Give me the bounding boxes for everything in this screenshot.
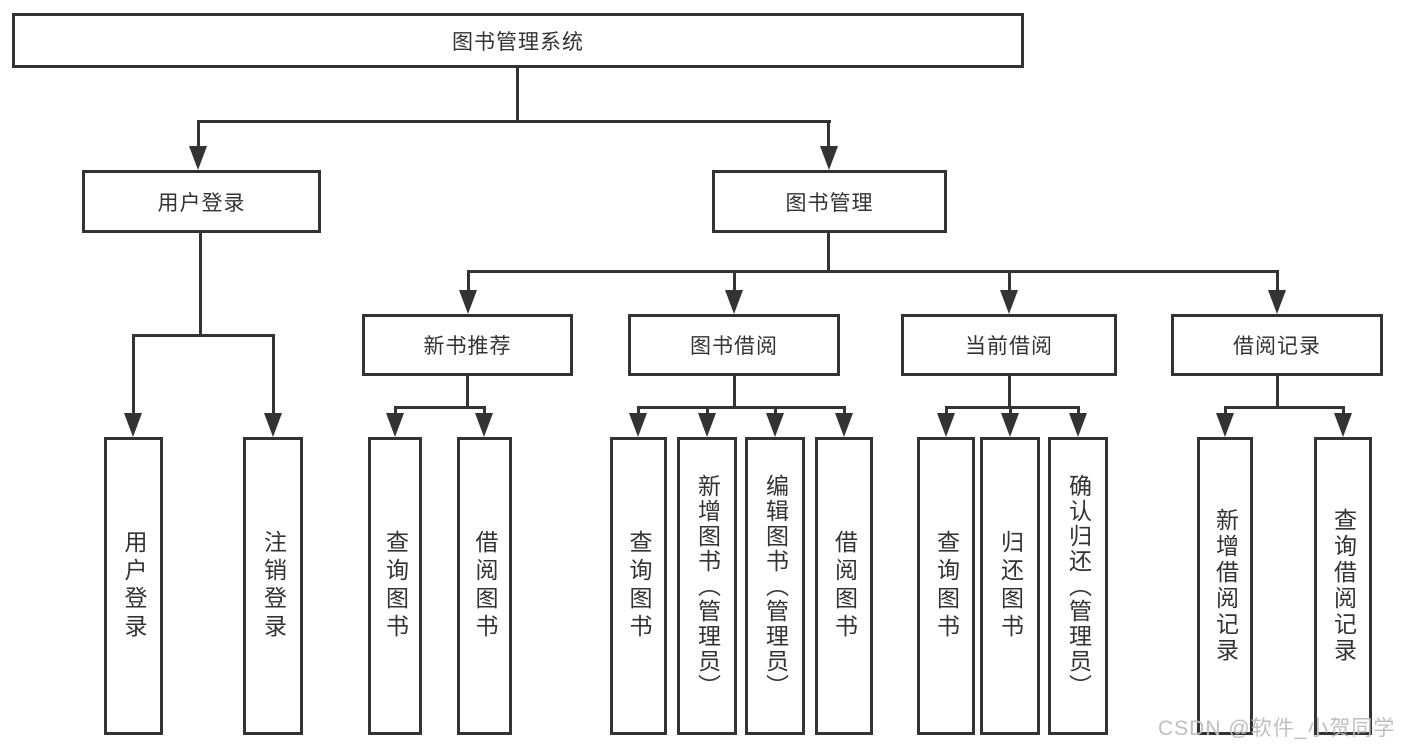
connector-borrow-record-bus — [1224, 406, 1345, 409]
node-leaf-bb-edit-book-label: 编辑图书（管理员） — [762, 473, 789, 699]
node-leaf-nb-borrow-book-label: 借阅图书 — [472, 530, 498, 642]
connector-new-book-stem — [466, 376, 469, 409]
connector-drop-nb-borrow — [483, 406, 486, 418]
node-leaf-br-query-record-label: 查询借阅记录 — [1330, 508, 1357, 664]
node-leaf-bb-borrow-book: 借阅图书 — [815, 437, 873, 735]
node-book-borrow: 图书借阅 — [628, 314, 840, 376]
connector-drop-leaf-logout — [272, 334, 275, 418]
node-user-login-label: 用户登录 — [157, 191, 246, 215]
node-leaf-cb-return-book-label: 归还图书 — [997, 530, 1024, 642]
arrowhead-leaf-login — [124, 413, 142, 437]
arrowhead-book-borrow — [725, 290, 743, 314]
arrowhead-book-mgmt — [820, 146, 838, 170]
connector-drop-user-login — [197, 120, 200, 152]
node-leaf-cb-query-book-label: 查询图书 — [933, 530, 960, 642]
node-new-book-rec: 新书推荐 — [362, 314, 573, 376]
node-leaf-br-add-record-label: 新增借阅记录 — [1212, 508, 1239, 664]
connector-drop-new-book — [467, 270, 470, 296]
arrowhead-borrow-record — [1268, 290, 1286, 314]
arrowhead-br-query — [1334, 413, 1352, 437]
arrowhead-new-book — [459, 290, 477, 314]
arrowhead-user-login — [189, 146, 207, 170]
arrowhead-nb-borrow — [475, 413, 493, 437]
node-current-borrow: 当前借阅 — [901, 314, 1117, 376]
connector-root-stem — [516, 68, 519, 123]
connector-drop-nb-query — [394, 406, 397, 418]
node-borrow-record-label: 借阅记录 — [1233, 335, 1321, 358]
connector-drop-cb-query — [945, 406, 948, 418]
arrowhead-bb-edit — [766, 413, 784, 437]
connector-root-bus — [197, 120, 831, 123]
connector-drop-br-query — [1342, 406, 1345, 418]
node-leaf-nb-query-book: 查询图书 — [368, 437, 422, 735]
connector-new-book-bus — [394, 406, 486, 409]
node-leaf-nb-borrow-book: 借阅图书 — [457, 437, 512, 735]
arrowhead-nb-query — [386, 413, 404, 437]
connector-book-borrow-stem — [733, 376, 736, 409]
connector-drop-bb-edit — [774, 406, 777, 418]
node-leaf-br-add-record: 新增借阅记录 — [1197, 437, 1253, 735]
node-leaf-bb-add-book: 新增图书（管理员） — [677, 437, 737, 735]
node-new-book-rec-label: 新书推荐 — [423, 335, 512, 358]
node-leaf-nb-query-book-label: 查询图书 — [382, 530, 409, 642]
node-leaf-bb-query-book: 查询图书 — [610, 437, 667, 735]
node-book-borrow-label: 图书借阅 — [690, 335, 778, 358]
arrowhead-cb-query — [937, 413, 955, 437]
node-leaf-bb-query-book-label: 查询图书 — [626, 530, 652, 642]
connector-book-borrow-bus — [637, 406, 846, 409]
node-leaf-logout-label: 注销登录 — [260, 530, 287, 642]
connector-drop-current-borrow — [1008, 270, 1011, 296]
connector-drop-bb-add — [706, 406, 709, 418]
node-root-label: 图书管理系统 — [452, 30, 584, 54]
connector-borrow-record-stem — [1276, 376, 1279, 409]
connector-current-borrow-bus — [945, 406, 1080, 409]
node-leaf-bb-borrow-book-label: 借阅图书 — [831, 530, 858, 642]
arrowhead-br-add — [1216, 413, 1234, 437]
node-leaf-br-query-record: 查询借阅记录 — [1314, 437, 1372, 735]
connector-drop-book-mgmt — [827, 120, 830, 152]
connector-drop-leaf-login — [132, 334, 135, 418]
connector-drop-bb-borrow — [843, 406, 846, 418]
node-leaf-user-login: 用户登录 — [104, 437, 163, 735]
connector-drop-cb-confirm — [1077, 406, 1080, 418]
connector-drop-br-add — [1224, 406, 1227, 418]
connector-book-mgmt-stem — [827, 233, 830, 273]
node-book-mgmt-label: 图书管理 — [785, 191, 874, 215]
csdn-watermark: CSDN @软件_小贺同学 — [1158, 717, 1396, 740]
connector-drop-book-borrow — [733, 270, 736, 296]
connector-drop-borrow-record — [1276, 270, 1279, 296]
arrowhead-bb-add — [698, 413, 716, 437]
connector-user-login-stem — [199, 233, 202, 337]
node-leaf-cb-confirm-return-label: 确认归还（管理员） — [1065, 473, 1092, 699]
arrowhead-bb-query — [629, 413, 647, 437]
arrowhead-leaf-logout — [264, 413, 282, 437]
arrowhead-bb-borrow — [835, 413, 853, 437]
node-book-mgmt: 图书管理 — [712, 170, 947, 233]
connector-user-login-bus — [132, 334, 275, 337]
node-leaf-user-login-label: 用户登录 — [121, 530, 147, 642]
node-leaf-cb-confirm-return: 确认归还（管理员） — [1048, 437, 1108, 735]
connector-current-borrow-stem — [1008, 376, 1011, 409]
node-user-login: 用户登录 — [82, 170, 321, 233]
node-root: 图书管理系统 — [12, 13, 1024, 68]
node-leaf-bb-edit-book: 编辑图书（管理员） — [745, 437, 805, 735]
arrowhead-cb-return — [1001, 413, 1019, 437]
node-leaf-cb-query-book: 查询图书 — [917, 437, 975, 735]
node-borrow-record: 借阅记录 — [1171, 314, 1383, 376]
arrowhead-current-borrow — [1000, 290, 1018, 314]
arrowhead-cb-confirm — [1069, 413, 1087, 437]
connector-drop-cb-return — [1009, 406, 1012, 418]
connector-book-mgmt-bus — [467, 270, 1279, 273]
node-leaf-cb-return-book: 归还图书 — [980, 437, 1040, 735]
node-leaf-bb-add-book-label: 新增图书（管理员） — [694, 473, 721, 699]
node-leaf-logout: 注销登录 — [243, 437, 303, 735]
node-current-borrow-label: 当前借阅 — [965, 335, 1053, 358]
connector-drop-bb-query — [637, 406, 640, 418]
